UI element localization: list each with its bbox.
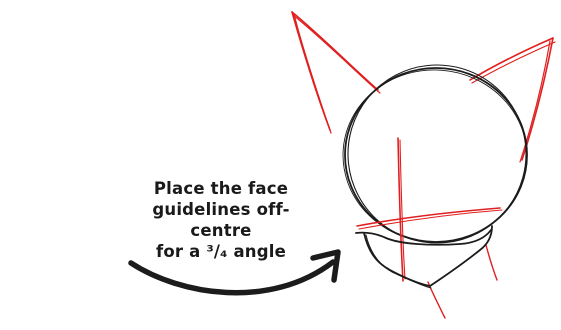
left-ear (292, 12, 380, 133)
face-guidelines (357, 138, 502, 318)
head-circle (337, 56, 535, 252)
caption-line-1: Place the face (141, 178, 301, 199)
right-ear (470, 38, 555, 162)
caption-line-3: for a ³/₄ angle (141, 241, 301, 262)
caption-line-2: guidelines off-centre (141, 199, 301, 241)
annotation-caption: Place the face guidelines off-centre for… (141, 178, 301, 262)
